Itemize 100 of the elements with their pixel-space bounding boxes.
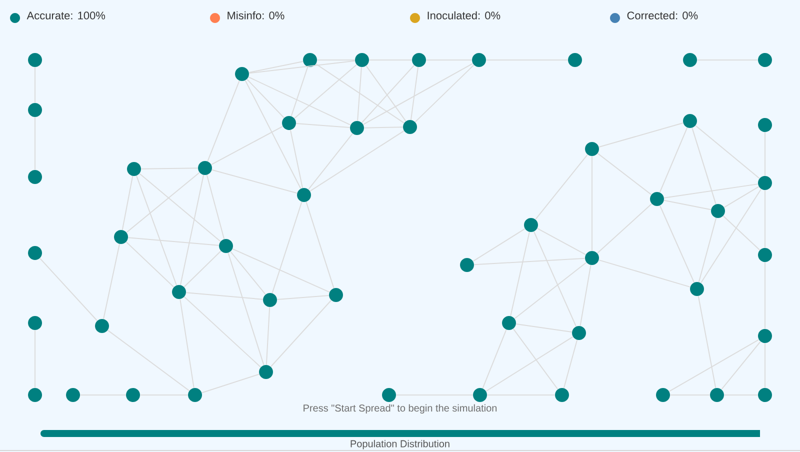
link-line bbox=[266, 306, 270, 366]
link-line bbox=[228, 252, 264, 366]
bar-caption: Population Distribution bbox=[350, 440, 450, 450]
link-line bbox=[764, 132, 766, 176]
network-node bbox=[28, 53, 42, 67]
network-node bbox=[329, 288, 343, 302]
link-line bbox=[361, 64, 415, 124]
network-node bbox=[758, 118, 772, 132]
network-node bbox=[28, 316, 42, 330]
network-node bbox=[524, 218, 538, 232]
link-line bbox=[410, 66, 419, 120]
link-line bbox=[764, 342, 766, 388]
network-node bbox=[259, 365, 273, 379]
network-node bbox=[472, 53, 486, 67]
link-line bbox=[695, 125, 760, 179]
network-node bbox=[683, 53, 697, 67]
link-line bbox=[107, 330, 190, 392]
link-line bbox=[276, 295, 330, 300]
link-line bbox=[244, 80, 302, 190]
link-line bbox=[184, 296, 262, 368]
network-node bbox=[235, 67, 249, 81]
link-line bbox=[724, 186, 760, 208]
link-line bbox=[659, 205, 695, 283]
network-node bbox=[502, 316, 516, 330]
link-line bbox=[270, 300, 332, 368]
link-line bbox=[514, 262, 587, 319]
link-line bbox=[692, 127, 716, 205]
link-line bbox=[698, 218, 717, 282]
link-line bbox=[664, 184, 758, 198]
network-node bbox=[758, 329, 772, 343]
network-node bbox=[382, 388, 396, 402]
link-line bbox=[598, 260, 691, 288]
link-line bbox=[486, 394, 556, 396]
network-node bbox=[172, 285, 186, 299]
network-node bbox=[758, 53, 772, 67]
link-line bbox=[474, 258, 586, 266]
link-line bbox=[700, 188, 762, 284]
link-line bbox=[516, 324, 572, 332]
link-line bbox=[126, 242, 174, 288]
link-line bbox=[306, 201, 334, 289]
network-node bbox=[28, 103, 42, 117]
link-line bbox=[310, 130, 404, 192]
network-node bbox=[66, 388, 80, 402]
link-line bbox=[764, 262, 766, 330]
network-node bbox=[127, 162, 141, 176]
link-line bbox=[210, 126, 284, 166]
link-line bbox=[533, 231, 577, 327]
link-line bbox=[180, 174, 204, 286]
link-line bbox=[34, 66, 36, 104]
network-node bbox=[683, 114, 697, 128]
legend-label: Corrected: 0% bbox=[627, 11, 698, 20]
link-line bbox=[290, 130, 304, 188]
network-node bbox=[585, 142, 599, 156]
link-line bbox=[535, 154, 588, 220]
link-line bbox=[206, 174, 225, 240]
link-line bbox=[598, 122, 684, 148]
network-node bbox=[126, 388, 140, 402]
link-line bbox=[34, 116, 36, 170]
network-node bbox=[350, 121, 364, 135]
link-line bbox=[510, 232, 530, 316]
network-node bbox=[650, 192, 664, 206]
link-line bbox=[128, 237, 220, 246]
network-node bbox=[219, 239, 233, 253]
link-line bbox=[290, 66, 308, 117]
network-node bbox=[568, 53, 582, 67]
network-node bbox=[758, 176, 772, 190]
network-node bbox=[114, 230, 128, 244]
link-line bbox=[472, 228, 526, 262]
network-node bbox=[303, 53, 317, 67]
network-node bbox=[412, 53, 426, 67]
legend-label: Accurate: 100% bbox=[26, 12, 106, 20]
network-node bbox=[355, 53, 369, 67]
link-line bbox=[316, 64, 404, 124]
network-node bbox=[585, 251, 599, 265]
link-line bbox=[39, 258, 98, 322]
link-line bbox=[580, 264, 592, 326]
link-line bbox=[597, 152, 652, 196]
link-line bbox=[670, 394, 710, 396]
link-line bbox=[212, 169, 298, 194]
link-line bbox=[396, 394, 474, 396]
link-line bbox=[482, 329, 507, 389]
link-line bbox=[201, 374, 260, 394]
legend-label: Misinfo: 0% bbox=[228, 11, 284, 20]
link-line bbox=[721, 341, 761, 390]
link-line bbox=[698, 296, 716, 388]
network-node bbox=[28, 170, 42, 184]
link-line bbox=[184, 250, 222, 288]
network-node bbox=[28, 246, 42, 260]
link-line bbox=[722, 215, 760, 251]
link-line bbox=[180, 298, 194, 388]
link-line bbox=[308, 133, 353, 190]
link-line bbox=[596, 203, 652, 254]
link-line bbox=[296, 123, 350, 128]
link-line bbox=[512, 328, 558, 390]
link-line bbox=[232, 248, 330, 293]
link-line bbox=[764, 190, 766, 248]
network-node bbox=[282, 116, 296, 130]
link-line bbox=[659, 127, 688, 193]
link-line bbox=[668, 339, 760, 392]
network-node bbox=[188, 388, 202, 402]
